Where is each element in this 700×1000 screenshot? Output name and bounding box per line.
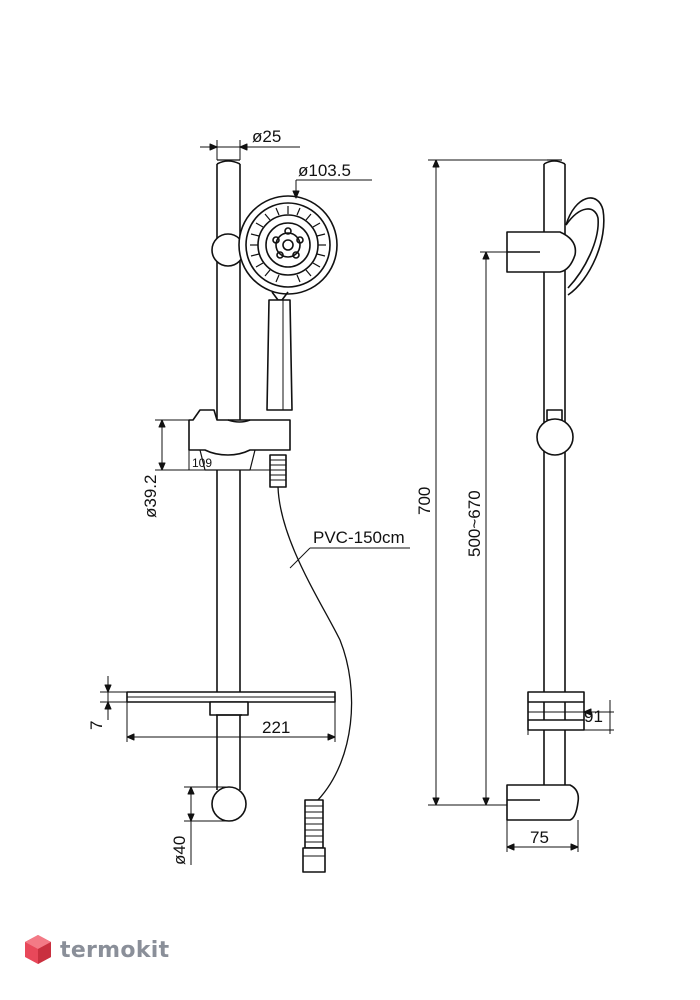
dim-bracket-diameter: ø40 — [170, 836, 189, 865]
dim-adjust-range: 500~670 — [465, 490, 484, 557]
watermark-text: termokit — [60, 938, 170, 963]
dim-slider-width: 109 — [192, 456, 212, 470]
side-dimensions — [428, 159, 614, 852]
dim-total-height: 700 — [415, 487, 434, 515]
watermark-logo: termokit — [25, 935, 170, 964]
hexagon-icon — [25, 935, 51, 964]
side-view — [506, 159, 605, 821]
dim-slider-diameter: ø39.2 — [141, 475, 160, 518]
dim-dish-depth: 91 — [584, 707, 603, 726]
hose-label: PVC-150cm — [313, 528, 405, 547]
front-view — [126, 159, 353, 873]
dim-handshower-diameter: ø103.5 — [298, 161, 351, 180]
dim-dish-thickness: 7 — [87, 721, 106, 730]
dim-dish-width: 221 — [262, 718, 290, 737]
dim-top-bar-diameter: ø25 — [252, 127, 281, 146]
front-dimensions — [100, 140, 410, 865]
dim-bracket-depth: 75 — [530, 828, 549, 847]
